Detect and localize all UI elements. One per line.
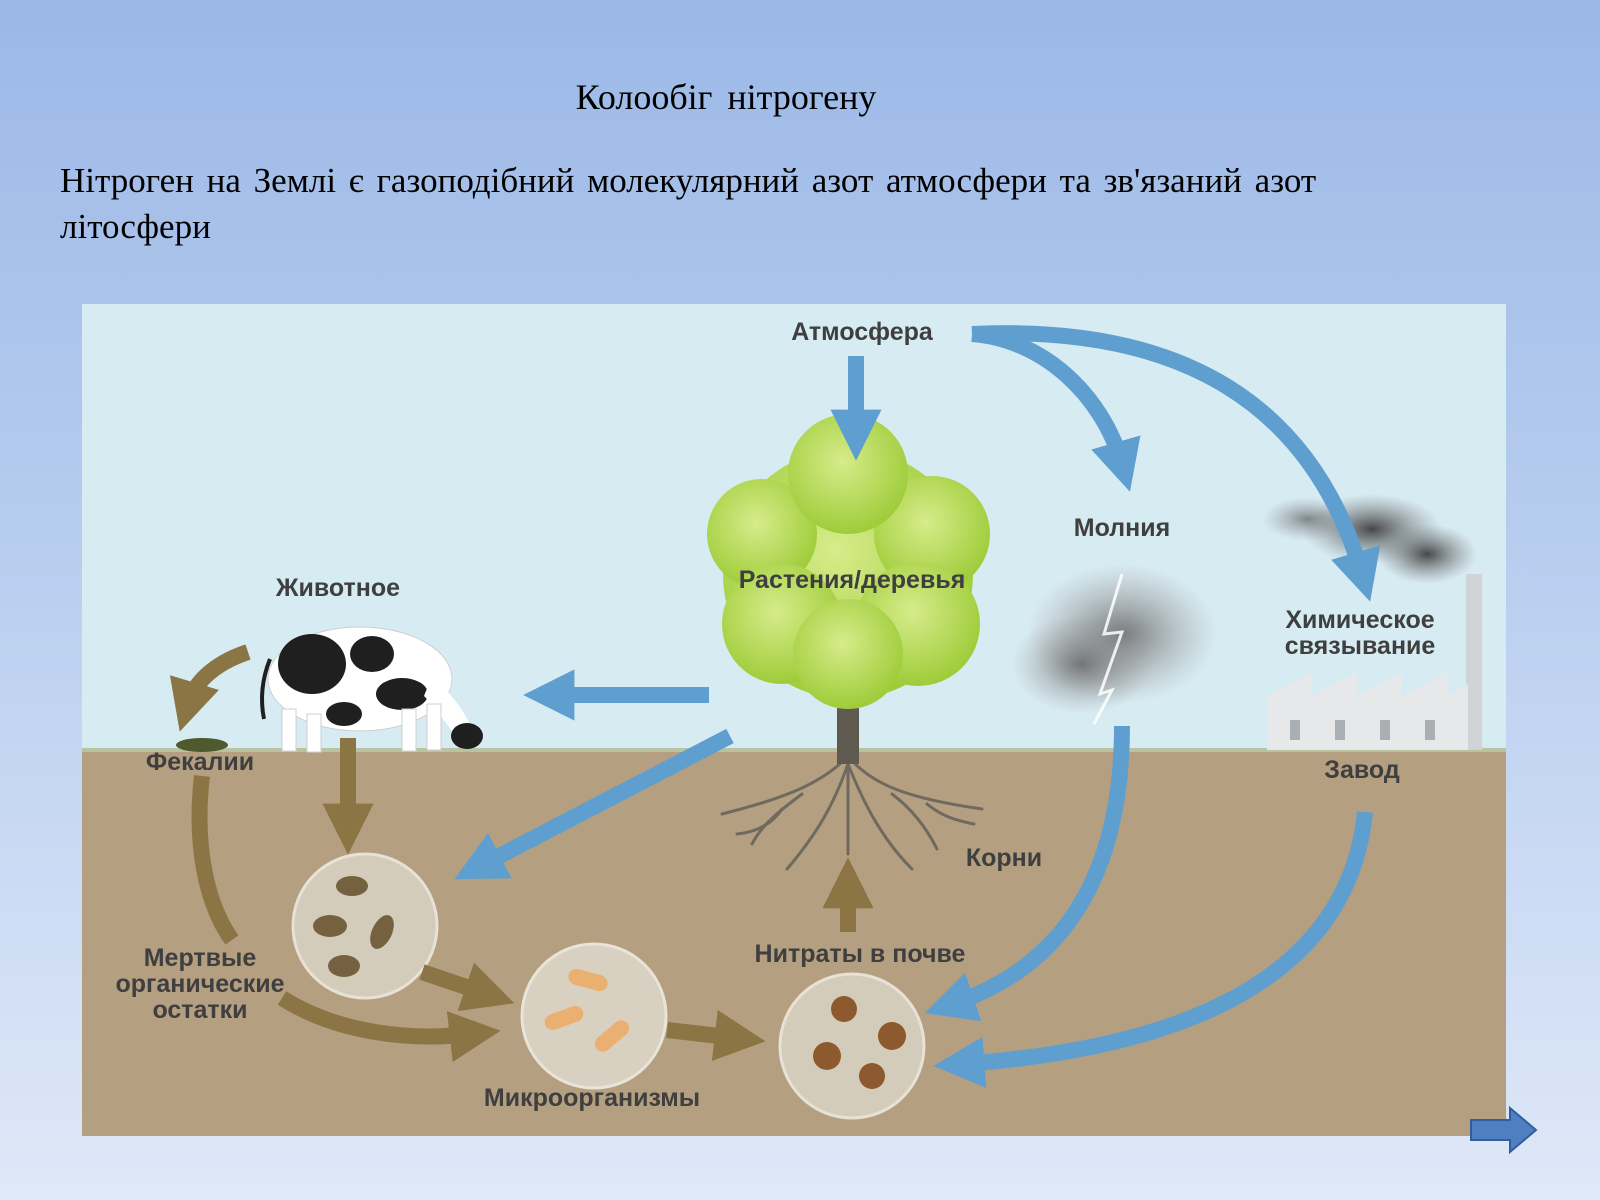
- label-chemical-line1: Химическое: [1285, 606, 1434, 634]
- lightning-cloud-illustration: [1012, 564, 1217, 725]
- feces-pile: [176, 738, 228, 752]
- arrow-lightning-to-nitrates: [924, 725, 1130, 1022]
- label-animal: Животное: [275, 574, 400, 602]
- arrow-dead-to-microorganisms: [277, 991, 501, 1062]
- label-lightning: Молния: [1074, 514, 1170, 542]
- label-roots: Корни: [966, 844, 1042, 872]
- slide-text: Нітроген на Землі є газоподібний молекул…: [60, 161, 1317, 246]
- microorganisms-disc: [520, 942, 668, 1090]
- label-microorganisms: Микроорганизмы: [484, 1084, 700, 1112]
- label-atmosphere: Атмосфера: [791, 318, 934, 346]
- blue-arrows: [454, 325, 1381, 1088]
- slide-title: Колообіг нітрогену: [575, 77, 877, 117]
- label-chemical-line2: связывание: [1285, 632, 1436, 660]
- arrow-factory-to-nitrates: [933, 811, 1373, 1088]
- arrow-atmosphere-to-chemical: [971, 325, 1381, 602]
- arrow-microorganisms-to-nitrates: [666, 1010, 766, 1061]
- label-dead-line3: остатки: [152, 996, 247, 1024]
- arrow-right-icon: [1470, 1105, 1538, 1155]
- next-slide-button[interactable]: [1468, 1104, 1540, 1156]
- tree-roots-illustration: [720, 682, 984, 871]
- brown-arrows: [169, 644, 874, 1062]
- nitrogen-cycle-diagram: Атмосфера Растения/деревья Молния Химиче…: [82, 304, 1506, 1136]
- label-feces: Фекалии: [146, 748, 254, 776]
- arrow-plants-to-soil: [454, 728, 734, 880]
- label-factory: Завод: [1324, 756, 1400, 784]
- arrow-feces-to-dead: [191, 775, 239, 945]
- label-dead-line1: Мертвые: [144, 944, 257, 972]
- nitrates-disc: [778, 972, 926, 1120]
- cow-illustration: [260, 626, 483, 753]
- label-nitrates: Нитраты в почве: [755, 940, 966, 968]
- label-plants: Растения/деревья: [739, 566, 966, 594]
- arrow-decomposer-to-microorganisms: [419, 962, 515, 1012]
- tree-crown-illustration: [707, 414, 990, 709]
- label-dead-line2: органические: [115, 970, 284, 998]
- arrow-animal-to-feces: [169, 644, 251, 732]
- decomposer-disc: [291, 852, 439, 1000]
